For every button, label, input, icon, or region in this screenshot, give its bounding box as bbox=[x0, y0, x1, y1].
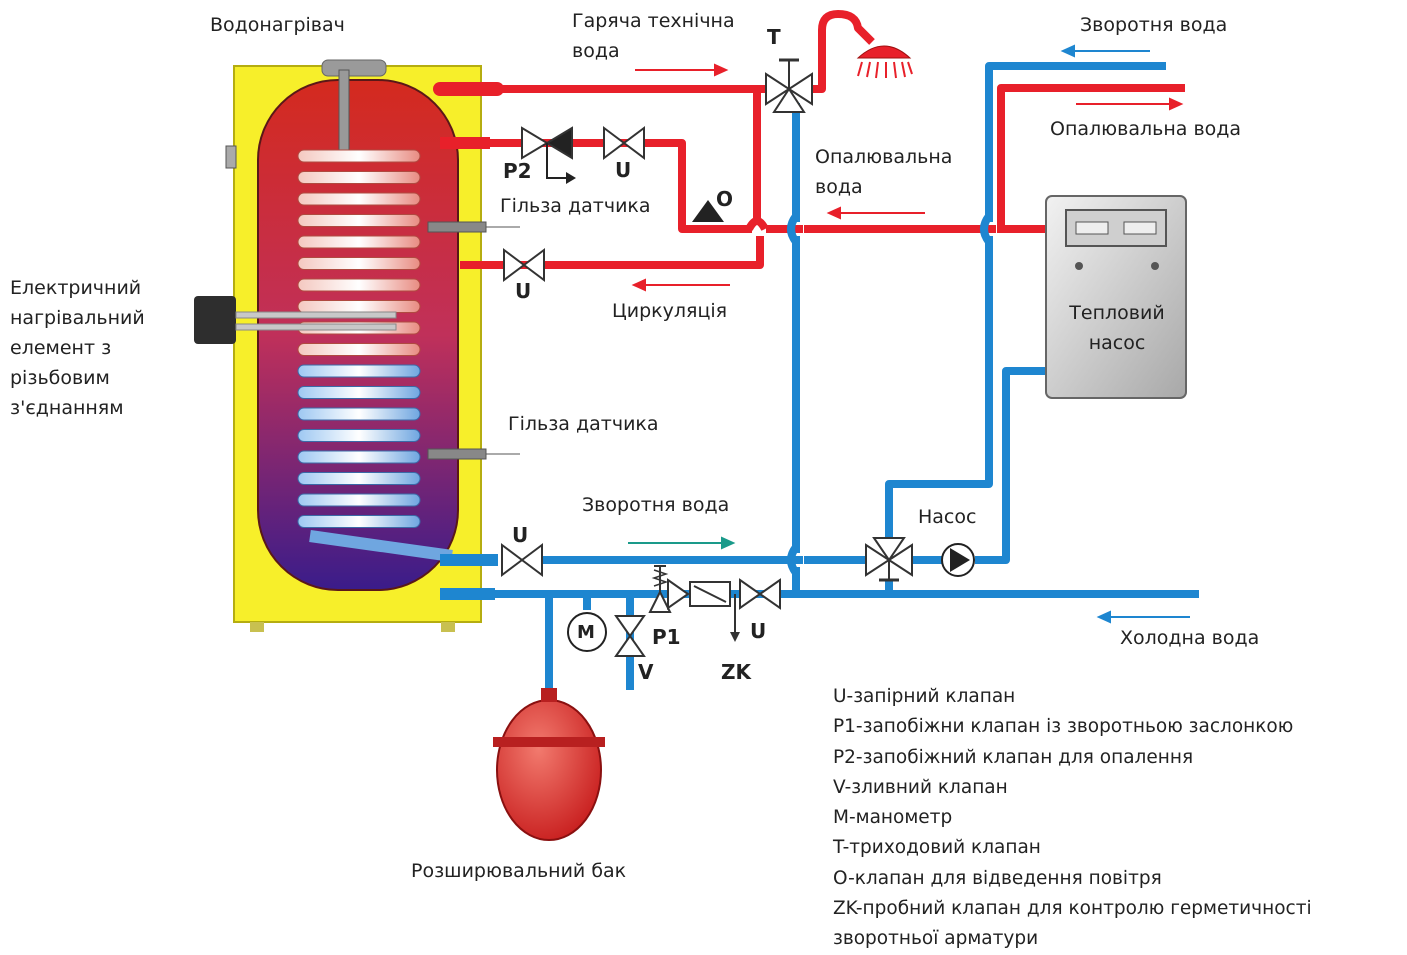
label-electric-1: Електричний bbox=[10, 277, 142, 299]
label-electric-5: з'єднанням bbox=[10, 397, 124, 419]
coil-turn bbox=[297, 472, 421, 485]
check-valve bbox=[667, 578, 731, 610]
coil-turn bbox=[297, 278, 421, 292]
label-u-cold: U bbox=[750, 619, 767, 643]
coil-turn bbox=[297, 149, 421, 163]
electric-heating-element bbox=[194, 296, 397, 344]
label-heating-water-mid-2: вода bbox=[815, 176, 863, 198]
legend-item: M-манометр bbox=[833, 807, 953, 829]
gate-valve-u-bottom bbox=[501, 543, 543, 577]
label-hot-tech-water-2: вода bbox=[572, 40, 620, 62]
legend-item: T-триходовий клапан bbox=[833, 837, 1041, 859]
label-expansion-tank: Розширювальний бак bbox=[411, 860, 627, 882]
coil-turn bbox=[297, 257, 421, 270]
label-sensor-sleeve-bottom: Гільза датчика bbox=[508, 413, 659, 435]
legend-item: P1-запобіжни клапан із зворотньою заслон… bbox=[833, 716, 1294, 738]
coil-turn bbox=[297, 450, 421, 464]
gate-valve-u-cold bbox=[739, 578, 781, 610]
label-u-top: U bbox=[615, 158, 632, 182]
label-circulation: Циркуляція bbox=[612, 300, 728, 322]
safety-valve-p2 bbox=[521, 126, 576, 184]
label-pump: Насос bbox=[918, 506, 977, 528]
legend-item: O-клапан для відведення повітря bbox=[833, 867, 1162, 889]
pipe-crossing-arcs bbox=[745, 213, 996, 576]
label-return-water-bottom: Зворотня вода bbox=[582, 494, 730, 516]
coil-turn bbox=[297, 214, 421, 227]
coil-turn bbox=[297, 192, 421, 206]
three-way-valve-t bbox=[765, 58, 813, 113]
label-heating-water-mid-1: Опалювальна bbox=[815, 146, 953, 168]
safety-valve-p1 bbox=[648, 565, 672, 613]
label-electric-4: різьбовим bbox=[10, 367, 110, 389]
legend-item: U-запірний клапан bbox=[833, 686, 1016, 707]
label-heating-water-right: Опалювальна вода bbox=[1050, 118, 1242, 140]
coil-turn bbox=[297, 300, 421, 313]
coil-turn bbox=[297, 364, 421, 378]
coil-turn bbox=[297, 493, 421, 507]
coil-turn bbox=[297, 515, 421, 528]
sensor-sleeve-bottom bbox=[427, 448, 487, 460]
air-vent-valve-o bbox=[692, 200, 724, 222]
label-heat-pump-1: Тепловий bbox=[1069, 302, 1165, 324]
legend-item: ZK-пробний клапан для контролю герметичн… bbox=[833, 898, 1312, 920]
heat-pump bbox=[1045, 195, 1187, 399]
label-t-valve: T bbox=[767, 25, 781, 49]
label-zk: ZK bbox=[721, 660, 751, 684]
label-heat-pump-2: насос bbox=[1088, 332, 1146, 354]
manometer-m bbox=[567, 612, 607, 652]
coil-turn bbox=[297, 429, 421, 442]
label-electric-2: нагрівальний bbox=[10, 307, 145, 329]
expansion-tank bbox=[493, 688, 605, 841]
gate-valve-u-top bbox=[603, 126, 645, 160]
label-u-bottom: U bbox=[512, 523, 529, 547]
label-cold-water: Холодна вода bbox=[1120, 627, 1260, 649]
flow-arrows bbox=[628, 44, 1190, 624]
three-way-valve-pump bbox=[865, 537, 913, 582]
label-electric-3: елемент з bbox=[10, 337, 112, 359]
label-p1: P1 bbox=[652, 625, 681, 649]
coil-turn bbox=[297, 235, 421, 249]
legend: U-запірний клапан P1-запобіжни клапан із… bbox=[833, 682, 1312, 955]
legend-item: зворотньої арматури bbox=[833, 928, 1039, 950]
shower-head bbox=[856, 45, 913, 79]
label-p2: P2 bbox=[503, 159, 532, 183]
label-return-water-top: Зворотня вода bbox=[1080, 14, 1228, 36]
label-m: M bbox=[577, 622, 595, 643]
coil-turn bbox=[297, 407, 421, 421]
sensor-sleeve-top bbox=[427, 221, 487, 233]
label-sensor-sleeve-top: Гільза датчика bbox=[500, 195, 651, 217]
label-water-heater: Водонагрівач bbox=[210, 14, 345, 36]
label-o: O bbox=[716, 187, 734, 211]
gate-valve-u-circulation bbox=[503, 248, 545, 282]
label-u-circulation: U bbox=[515, 279, 532, 303]
test-valve-zk bbox=[730, 594, 740, 642]
legend-item: V-зливний клапан bbox=[833, 776, 1008, 798]
label-v: V bbox=[638, 660, 654, 684]
coil-turn bbox=[297, 343, 421, 356]
coil-turn bbox=[297, 386, 421, 399]
legend-item: P2-запобіжний клапан для опалення bbox=[833, 746, 1194, 768]
coil-turn bbox=[297, 171, 421, 184]
circulation-pump bbox=[941, 543, 975, 577]
label-hot-tech-water-1: Гаряча технічна bbox=[572, 10, 735, 32]
drain-valve-v bbox=[614, 615, 646, 657]
hot-pipes bbox=[433, 10, 1185, 269]
coil-outlet bbox=[309, 530, 453, 562]
